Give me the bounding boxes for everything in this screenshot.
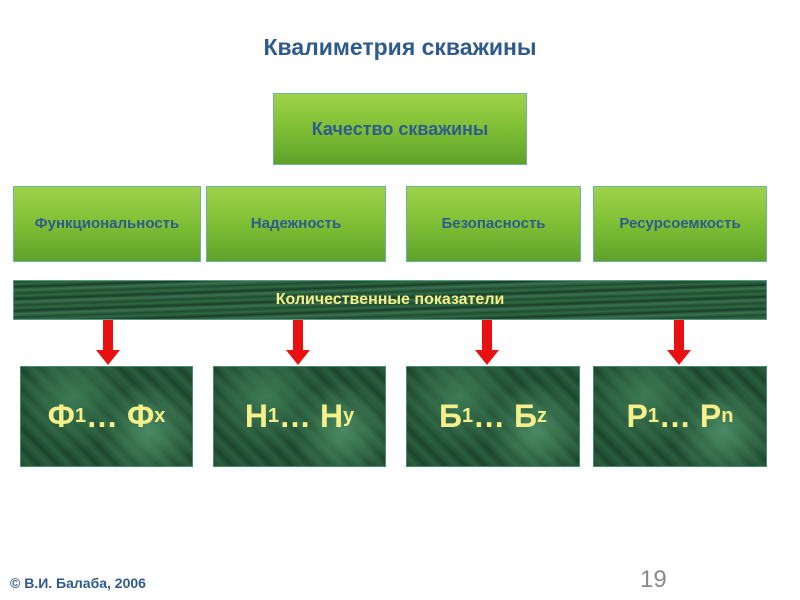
arrow-down-icon: [286, 320, 310, 365]
indicator-sub-first: 1: [267, 405, 280, 427]
indicator-letter: Б: [514, 398, 537, 434]
footer-copyright: © В.И. Балаба, 2006: [10, 575, 146, 591]
arrow-down-icon: [475, 320, 499, 365]
arrow-down-icon: [96, 320, 120, 365]
page-number: 19: [640, 566, 667, 593]
indicator-letter: Б: [438, 398, 462, 434]
category-reliability: Надежность: [206, 186, 386, 262]
indicator-letter: Ф: [126, 398, 155, 434]
indicator-dots: …: [279, 398, 312, 434]
indicator-dots: …: [473, 398, 506, 434]
indicator-letter: Р: [699, 398, 722, 434]
category-safety: Безопасность: [406, 186, 581, 262]
indicator-letter: Р: [626, 398, 648, 434]
category-resource: Ресурсоемкость: [593, 186, 767, 262]
indicator-sub-first: 1: [461, 405, 474, 427]
quantitative-band: Количественные показатели: [13, 280, 767, 320]
indicator-letter: Н: [244, 398, 268, 434]
indicator-sub-last: x: [154, 405, 166, 427]
indicator-sub-last: z: [537, 405, 547, 427]
category-functionality: Функциональность: [13, 186, 201, 262]
indicator-letter: Н: [319, 398, 344, 434]
indicator-sub-first: 1: [74, 405, 87, 427]
indicator-dots: …: [659, 398, 691, 434]
indicator-sub-first: 1: [647, 405, 659, 427]
quality-box: Качество скважины: [273, 93, 527, 165]
arrow-down-icon: [667, 320, 691, 365]
indicator-sub-last: n: [721, 405, 734, 427]
slide-title: Квалиметрия скважины: [263, 34, 537, 60]
indicator-dots: …: [86, 398, 119, 434]
indicator-sub-last: y: [343, 405, 355, 427]
indicator-letter: Ф: [47, 398, 75, 434]
